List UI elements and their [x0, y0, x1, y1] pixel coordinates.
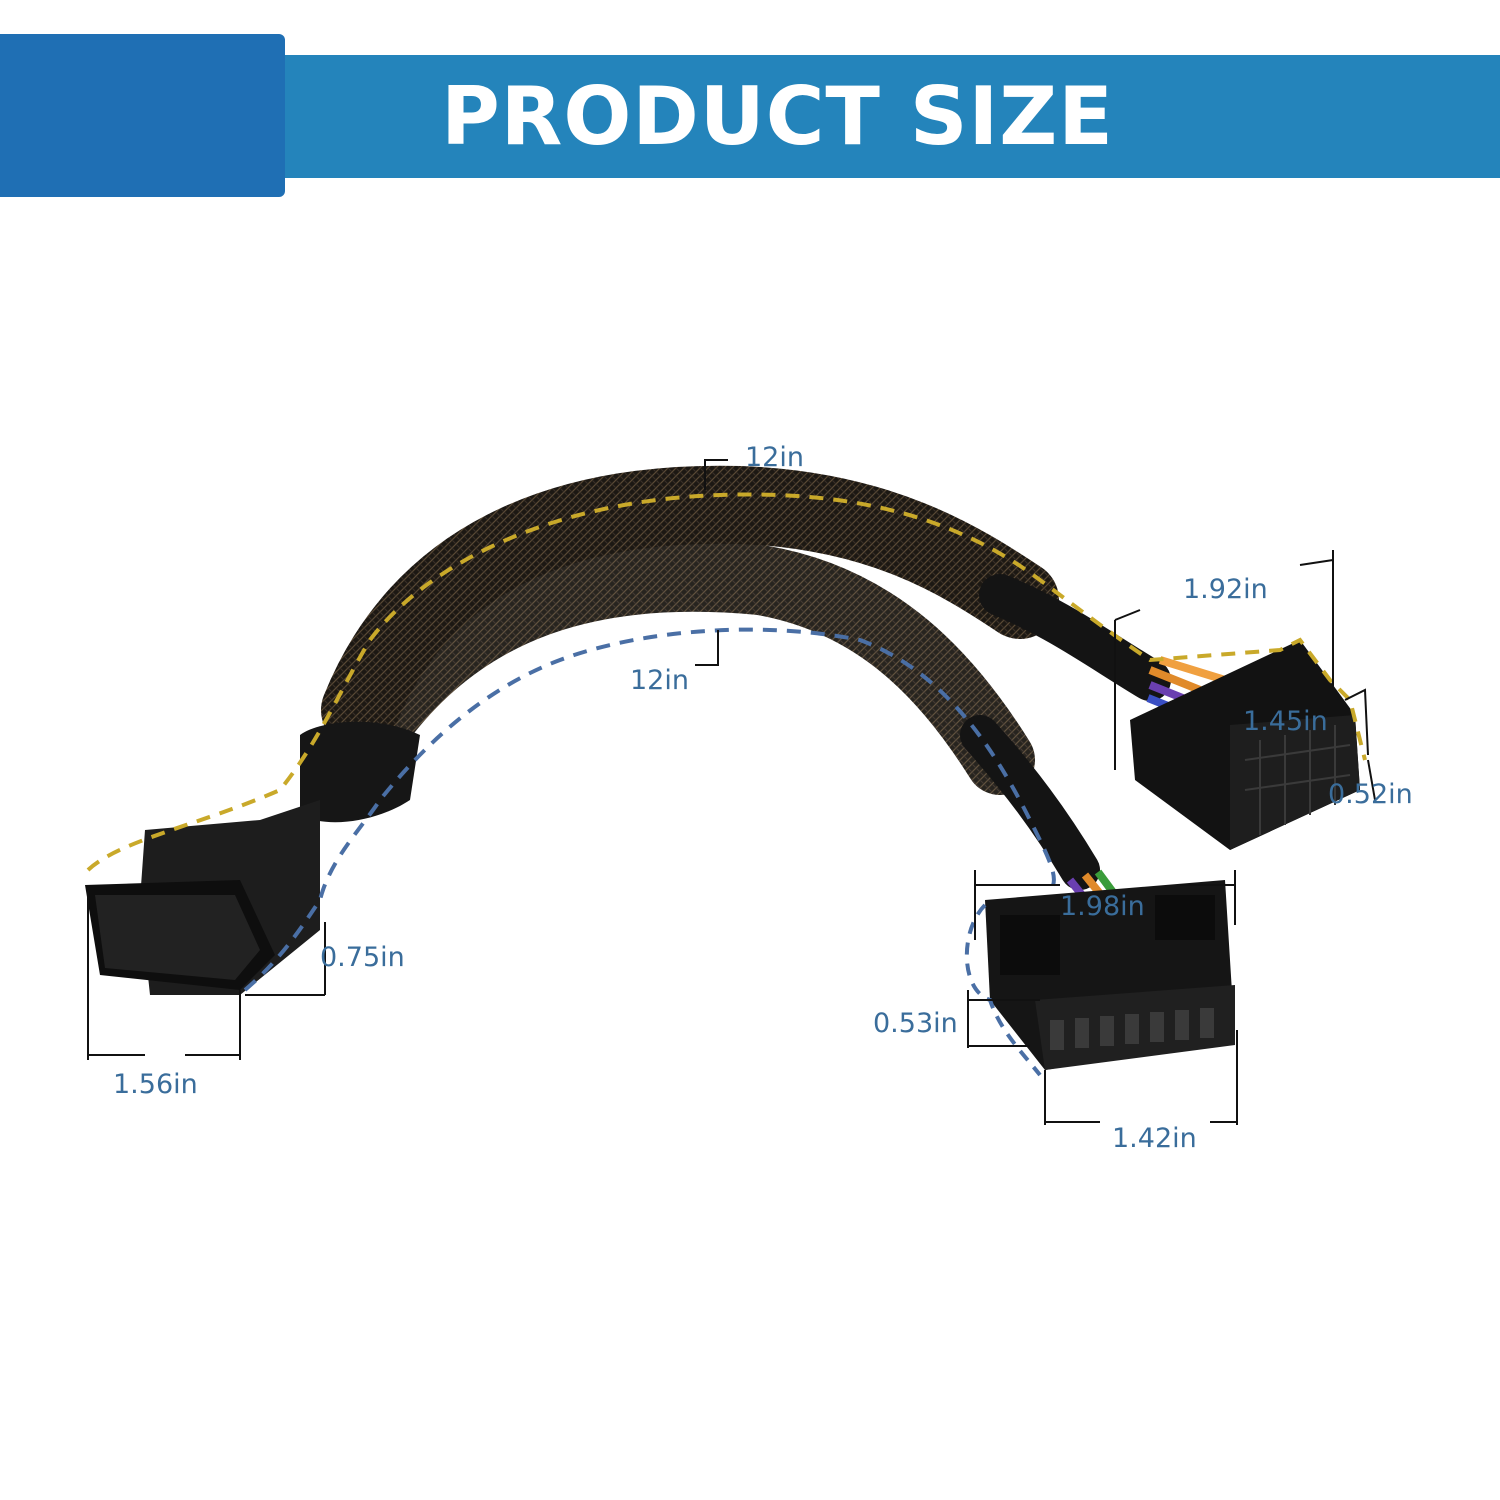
upper-female-connector [1130, 640, 1360, 850]
lower-female-length-label: 1.98in [1060, 891, 1145, 922]
male-height-label: 0.75in [320, 942, 405, 973]
dimension-lines [87, 459, 1376, 1125]
banner-tab [0, 34, 285, 197]
male-width-label: 1.56in [113, 1069, 198, 1100]
banner-title: PRODUCT SIZE [441, 70, 1114, 163]
lower-female-height-label: 0.53in [873, 1008, 958, 1039]
upper-heatshrink [979, 574, 1171, 701]
upper-female-height-label: 0.52in [1328, 779, 1413, 810]
lower-heatshrink [960, 715, 1100, 890]
lower-female-width-label: 1.42in [1112, 1123, 1197, 1154]
male-connector [85, 721, 420, 995]
lower-cable [345, 541, 1035, 795]
banner-bar [285, 55, 1500, 178]
lower-cable-length-label: 12in [630, 665, 689, 696]
upper-female-width-label: 1.45in [1243, 706, 1328, 737]
upper-cable-length-label: 12in [745, 442, 804, 473]
lower-female-connector [985, 880, 1235, 1070]
upper-length-outline [86, 492, 1367, 872]
upper-female-length-label: 1.92in [1183, 574, 1268, 605]
upper-cable [321, 465, 1059, 749]
